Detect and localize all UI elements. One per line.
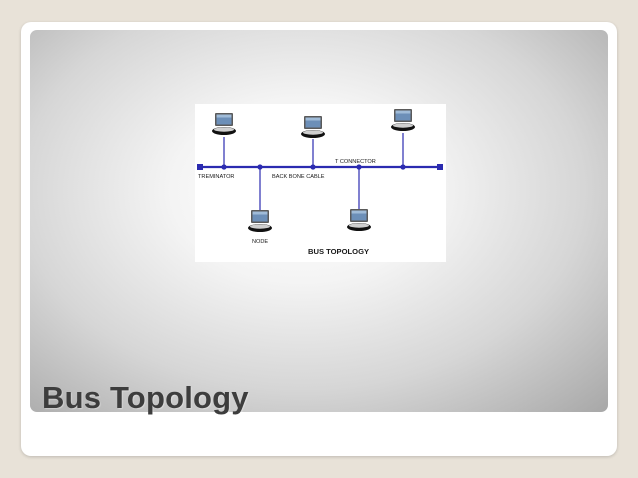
laptop-icon — [248, 210, 272, 232]
terminator-left-marker — [197, 164, 203, 170]
laptop-icon — [301, 116, 325, 138]
bus-topology-diagram: TREMINATOR BACK BONE CABLE T CONNECTOR N… — [195, 104, 446, 262]
laptop-icon — [212, 113, 236, 135]
node-label: NODE — [252, 239, 268, 245]
t-connector-dot — [257, 164, 263, 170]
laptop-icon — [347, 209, 371, 231]
t-connector-dot — [221, 164, 227, 170]
terminator-label: TREMINATOR — [198, 174, 234, 180]
laptop-icon — [391, 109, 415, 131]
t-connector-label: T CONNECTOR — [335, 159, 376, 165]
terminator-right-marker — [437, 164, 443, 170]
diagram-caption: BUS TOPOLOGY — [308, 247, 369, 256]
t-connector-dot — [356, 164, 362, 170]
t-connector-dot — [310, 164, 316, 170]
t-connector-dot — [400, 164, 406, 170]
bus-topology-svg: TREMINATOR BACK BONE CABLE T CONNECTOR N… — [197, 109, 443, 256]
slide-title: Bus Topology — [42, 380, 249, 415]
backbone-cable-label: BACK BONE CABLE — [272, 174, 325, 180]
